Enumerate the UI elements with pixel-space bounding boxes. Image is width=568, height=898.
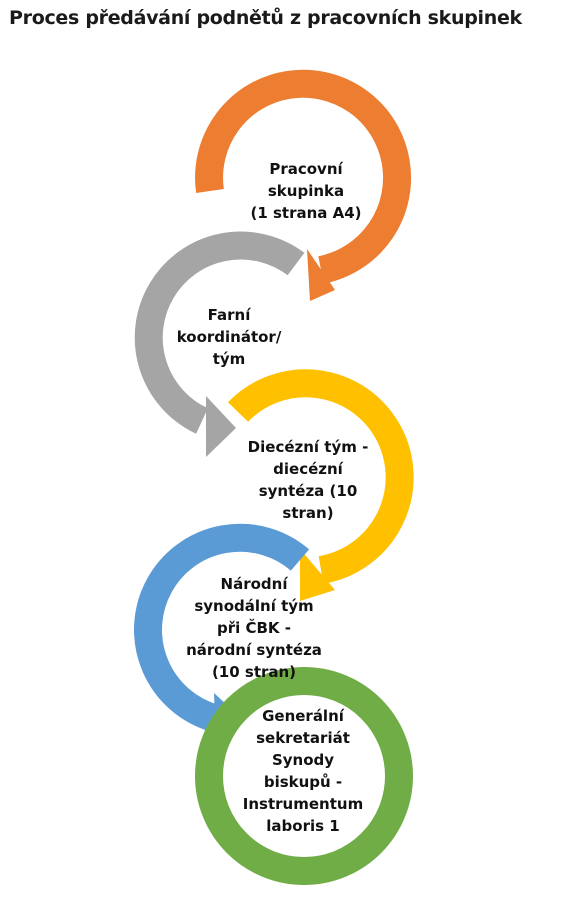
step-2-arc [134, 231, 305, 434]
step-3-arc [227, 369, 414, 584]
step-2-arrowhead [206, 396, 236, 457]
step-1-arc [195, 69, 412, 284]
step-3-arrow [227, 369, 414, 601]
step-4-arc [134, 523, 310, 732]
step-5-label: Generální sekretariát Synody biskupů - I… [242, 707, 364, 835]
step-1-label: Pracovní skupinka (1 strana A4) [250, 160, 362, 222]
step-5-circle [195, 667, 413, 885]
step-2-arrow [134, 231, 305, 457]
page-title: Proces předávání podnětů z pracovních sk… [9, 7, 522, 29]
step-3-arrowhead [300, 549, 335, 601]
step-1-arrowhead [307, 249, 335, 301]
step-5-ring [195, 667, 413, 885]
step-2-label: Farní koordinátor/ tým [176, 306, 282, 368]
step-4-label: Národní synodální tým při ČBK - národní … [186, 575, 322, 681]
step-1-arrow [195, 69, 412, 301]
step-3-label: Diecézní tým - diecézní syntéza (10 stra… [247, 438, 369, 522]
